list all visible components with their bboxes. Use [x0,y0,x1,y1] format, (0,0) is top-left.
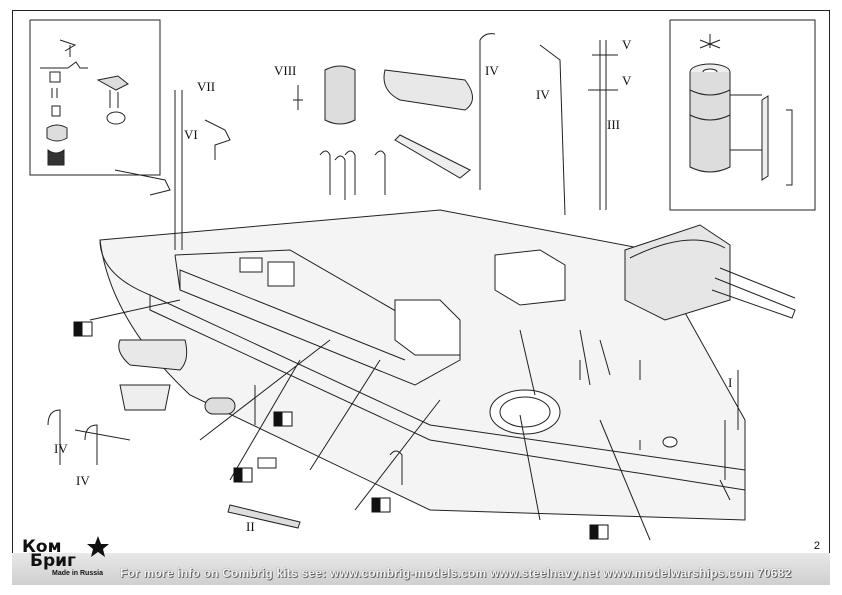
footer-bar [12,553,830,585]
footer-info-text: For more info on Combrig kits see: www.c… [120,566,792,580]
page-number: 2 [813,540,820,552]
funnel-part [324,65,356,125]
mast-iv [539,44,566,216]
label-iii: III [607,117,620,132]
label-ii: II [246,519,255,534]
star-icon [87,536,109,557]
label-i: I [728,375,733,390]
deckhouse-upper [494,249,566,306]
searchlight-box [239,257,263,273]
logo-subtitle: Made in Russia [52,570,103,577]
label-viii: VIII [274,63,297,78]
mast-iv-top [479,33,496,190]
label-vi: VI [184,127,198,142]
inset-guns-left [40,39,129,166]
label-vii: VII [197,79,216,94]
logo-line1: Ком [22,537,62,557]
label-iv-mid: IV [536,87,550,102]
logo-wordmark: Ком Бриг [22,537,76,571]
gun-left [114,169,171,196]
right-inset-box [669,19,816,211]
label-v-top: V [622,37,632,52]
mast-vii [174,90,183,250]
mast-viii [293,85,303,110]
arrow-markers [73,321,609,540]
mast-v [588,40,618,210]
boat-left [118,339,188,371]
main-turret [624,224,796,321]
logo-line2: Бриг [30,551,76,571]
inset-funnel [689,34,793,186]
label-iv-top: IV [485,63,499,78]
label-iv-left-b: IV [76,473,90,488]
boat-top [383,69,473,111]
label-iv-left-a: IV [54,441,68,456]
label-v-mid: V [622,73,632,88]
combrig-logo [16,528,126,582]
bridge-block [394,299,461,356]
left-inset-box [29,19,161,176]
